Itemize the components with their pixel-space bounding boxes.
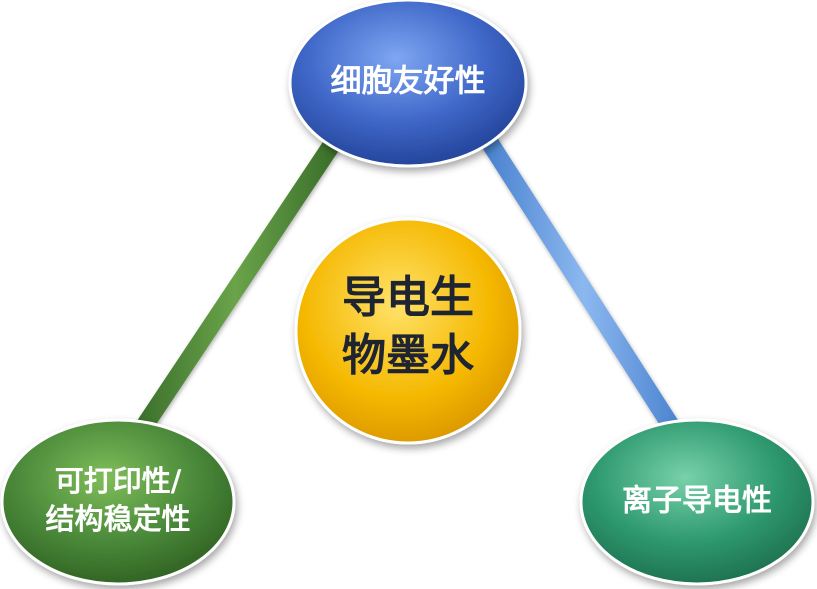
- node-bottom-left-ellipse: [0, 418, 236, 586]
- node-bottom-right-ellipse: [579, 418, 815, 586]
- center-circle: [294, 217, 522, 445]
- edge-left: [126, 131, 344, 449]
- edge-right: [479, 131, 689, 449]
- node-bottom-left-label-line1: 可打印性/: [55, 464, 182, 498]
- node-bottom-left-label-line2: 结构稳定性: [45, 502, 190, 536]
- center-conductive-bioink: 导电生 物墨水: [294, 217, 522, 445]
- node-top-ellipse: [288, 0, 528, 168]
- node-ionic-conductivity: 离子导电性: [579, 418, 815, 586]
- connector-edges: [126, 131, 689, 514]
- node-bottom-right-label: 离子导电性: [622, 484, 772, 519]
- node-top-label: 细胞友好性: [331, 64, 486, 100]
- node-printability: 可打印性/ 结构稳定性: [0, 418, 236, 586]
- center-label-line1: 导电生: [342, 272, 474, 323]
- node-cell-friendliness: 细胞友好性: [288, 0, 528, 168]
- center-label-line2: 物墨水: [342, 330, 475, 381]
